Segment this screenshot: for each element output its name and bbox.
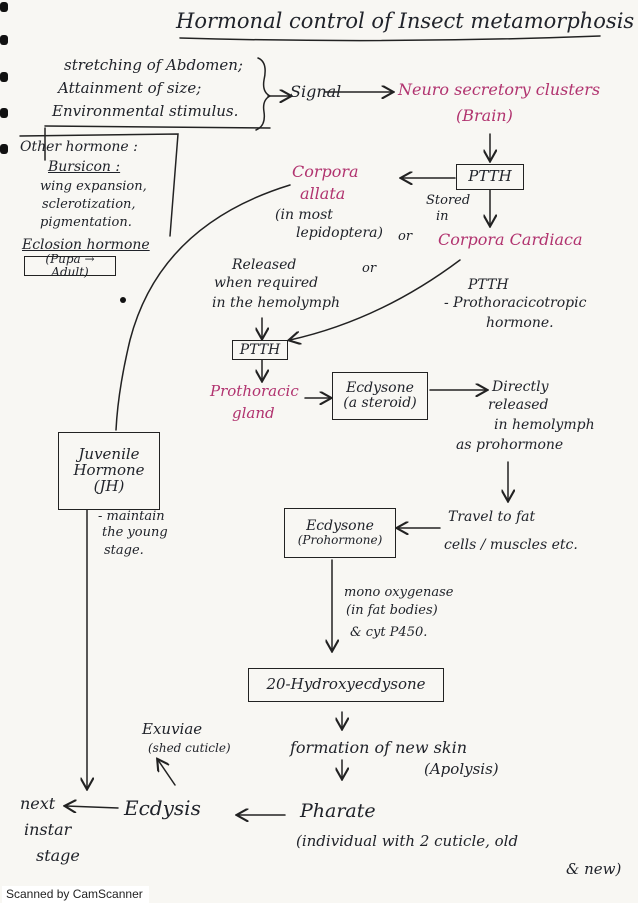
juvenile-hormone-box: Juvenile Hormone (JH) [58,432,160,510]
curve-allata-to-jh [115,184,291,431]
page-title: Hormonal control of Insect metamorphosis [176,9,635,33]
ptth-def-1: PTTH [468,277,509,293]
ptth-box-mid: PTTH [232,340,288,360]
monooxygenase-1: mono oxygenase [344,585,454,600]
exuviae-label: Exuviae [142,720,203,738]
ptth-def-2: - Prothoracicotropic [444,295,587,311]
released-3: in the hemolymph [212,295,340,311]
allata-note-1: (in most [275,207,333,223]
ecdysone-steroid-box: Ecdysone (a steroid) [332,372,428,420]
arrow-cardiaca-to-ptth [290,259,461,340]
arrow-to-next-stage [66,806,119,808]
pharate-desc-2: & new) [566,860,622,878]
next-stage-1: next [20,794,56,813]
stimulus-3: Environmental stimulus. [52,102,239,120]
corpora-allata-label-2: allata [300,184,346,203]
formation-label: formation of new skin [290,738,468,757]
binder-hole [0,2,8,12]
apolysis-label: (Apolysis) [424,760,499,778]
binder-hole [0,108,8,118]
arrow-to-exuviae [158,760,176,786]
maintain-1: - maintain [98,509,165,524]
travel-2: cells / muscles etc. [444,537,578,553]
other-hormone-heading: Other hormone : [20,139,138,155]
pharate-desc-1: (individual with 2 cuticle, old [296,832,519,850]
pharate-label: Pharate [300,800,376,822]
monooxygenase-2: (in fat bodies) [346,603,438,618]
hydroxyecdysone-box: 20-Hydroxyecdysone [248,668,444,702]
scanner-watermark: Scanned by CamScanner [2,886,149,903]
brain-label: (Brain) [456,106,513,125]
bursicon-effect-1: wing expansion, [40,179,147,194]
directly-1: Directly [492,379,549,395]
directly-4: as prohormone [456,437,564,453]
ptth-def-3: hormone. [486,315,554,331]
shed-cuticle-label: (shed cuticle) [148,741,231,755]
prothoracic-label-2: gland [232,404,275,422]
bursicon-label: Bursicon : [48,159,121,175]
allata-note-2: lepidoptera) [296,225,383,241]
monooxygenase-3: & cyt P450. [350,625,428,640]
or-label-2: or [362,261,377,276]
maintain-2: the young [102,525,168,540]
binder-hole [0,72,8,82]
bursicon-effect-2: sclerotization, [42,197,136,212]
neurosecretory-label: Neuro secretory clusters [398,80,601,99]
stimulus-1: stretching of Abdomen; [64,56,243,74]
in-label: in [436,209,449,224]
pupa-adult-box: (Pupa → Adult) [24,253,116,278]
ink-dot [120,297,126,303]
prothoracic-label-1: Prothoracic [210,382,299,400]
released-1: Released [232,257,297,273]
corpora-allata-label-1: Corpora [292,162,359,181]
next-stage-3: stage [36,846,80,865]
eclosion-hormone-label: Eclosion hormone [22,237,150,253]
stimulus-2: Attainment of size; [58,79,202,97]
ecdysone-prohormone-box: Ecdysone (Prohormone) [284,508,396,558]
ptth-box-top: PTTH [456,164,524,190]
or-label-1: or [398,229,413,244]
directly-3: in hemolymph [494,417,595,433]
signal-label: Signal [290,82,342,101]
travel-1: Travel to fat [448,509,536,525]
directly-2: released [488,397,549,413]
next-stage-2: instar [24,820,72,839]
binder-hole [0,144,8,154]
bursicon-effect-3: pigmentation. [40,215,132,230]
stored-label: Stored [426,193,471,208]
maintain-3: stage. [104,543,144,558]
ecdysis-label: Ecdysis [124,796,201,820]
title-underline [179,35,601,42]
released-2: when required [214,275,319,291]
binder-hole [0,35,8,45]
corpora-cardiaca-label: Corpora Cardiaca [438,230,583,249]
